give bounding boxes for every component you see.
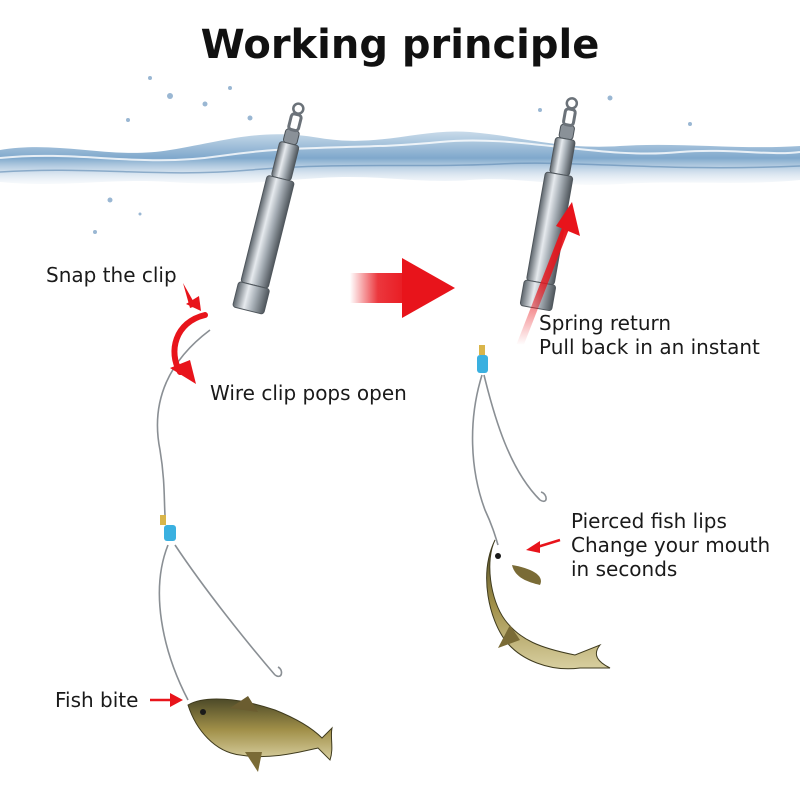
swivel-left bbox=[160, 515, 166, 525]
hook-icon-left bbox=[274, 666, 283, 678]
spring-device-icon-right bbox=[518, 94, 590, 313]
label-pierced-lips: Pierced fish lips bbox=[571, 509, 727, 533]
fish-icon-bite bbox=[187, 696, 333, 772]
label-pull-back: Pull back in an instant bbox=[539, 335, 760, 359]
red-arrow-icon-transition bbox=[350, 258, 455, 318]
label-in-seconds: in seconds bbox=[571, 557, 678, 581]
red-arrow-icon-pops-open bbox=[170, 312, 208, 384]
hook-icon-right bbox=[539, 491, 547, 502]
page-title: Working principle bbox=[200, 22, 600, 68]
fish-icon-hooked bbox=[486, 539, 611, 670]
bead-right bbox=[477, 355, 488, 373]
label-fish-bite: Fish bite bbox=[55, 688, 139, 712]
spring-device-icon-left bbox=[230, 98, 317, 316]
wire-right bbox=[471, 374, 541, 546]
red-arrow-icon-pull-up bbox=[516, 202, 580, 347]
red-arrow-icon-fish-bite bbox=[150, 693, 183, 707]
red-arrow-icon-snap bbox=[183, 283, 201, 311]
red-arrow-icon-lips bbox=[526, 538, 561, 553]
label-wire-pops-open: Wire clip pops open bbox=[210, 381, 407, 405]
label-snap-clip: Snap the clip bbox=[46, 263, 177, 287]
water-surface bbox=[0, 76, 800, 234]
label-spring-return: Spring return bbox=[539, 311, 672, 335]
bead-left bbox=[164, 525, 176, 541]
label-change-mouth: Change your mouth bbox=[571, 533, 771, 557]
swivel-right bbox=[479, 345, 485, 355]
wire-left bbox=[156, 329, 276, 701]
